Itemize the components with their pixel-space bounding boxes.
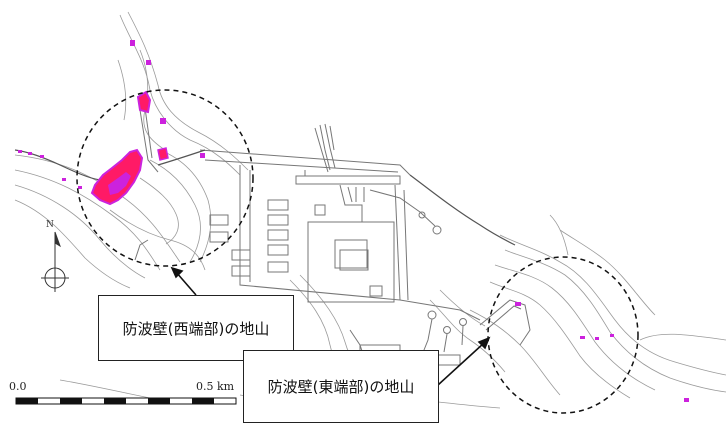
callout-east-end-label: 防波壁(東端部)の地山 [267, 378, 415, 396]
north-arrow-icon [41, 231, 69, 292]
study-area-east-circle [487, 256, 639, 414]
callout-arrows [170, 266, 491, 386]
scale-bar [15, 397, 237, 405]
hazard-zone-west-north [136, 90, 152, 114]
study-area-west-circle [76, 89, 254, 267]
callout-west-end-label: 防波壁(西端部)の地山 [122, 319, 270, 338]
scale-end-label: 0.5 km [196, 380, 235, 393]
scale-start-label: 0.0 [9, 380, 27, 393]
facility-layout [134, 107, 531, 371]
hazard-zone-west-main [90, 148, 144, 206]
north-arrow-letter: N [46, 220, 54, 230]
hazard-zones [18, 40, 689, 402]
coastline [14, 149, 516, 246]
callout-east-end: 防波壁(東端部)の地山 [243, 350, 439, 423]
